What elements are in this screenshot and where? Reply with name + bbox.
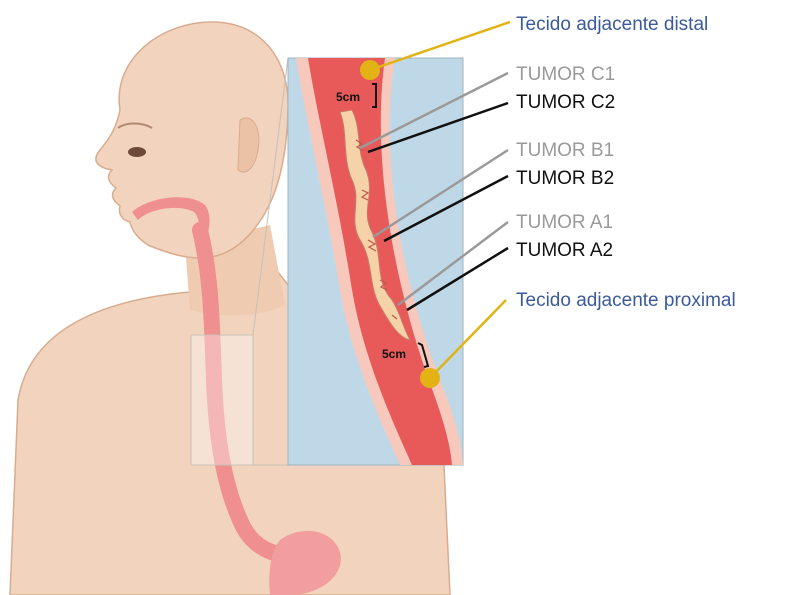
distal-marker [360, 60, 380, 80]
tumor-b1-label: TUMOR B1 [516, 140, 614, 161]
tumor-b2-label: TUMOR B2 [516, 168, 614, 189]
tumor-a1-label: TUMOR A1 [516, 212, 613, 233]
distal-tissue-label: Tecido adjacente distal [516, 14, 708, 35]
cm-bottom-label: 5cm [382, 347, 406, 361]
tumor-c1-label: TUMOR C1 [516, 64, 615, 85]
eye [128, 147, 146, 157]
cm-top-label: 5cm [336, 90, 360, 104]
tumor-c2-label: TUMOR C2 [516, 92, 615, 113]
zoom-panel [288, 58, 463, 465]
tumor-a2-label: TUMOR A2 [516, 240, 613, 261]
proximal-tissue-label: Tecido adjacente proximal [516, 290, 736, 311]
highlight-box [191, 335, 253, 465]
proximal-marker [420, 368, 440, 388]
